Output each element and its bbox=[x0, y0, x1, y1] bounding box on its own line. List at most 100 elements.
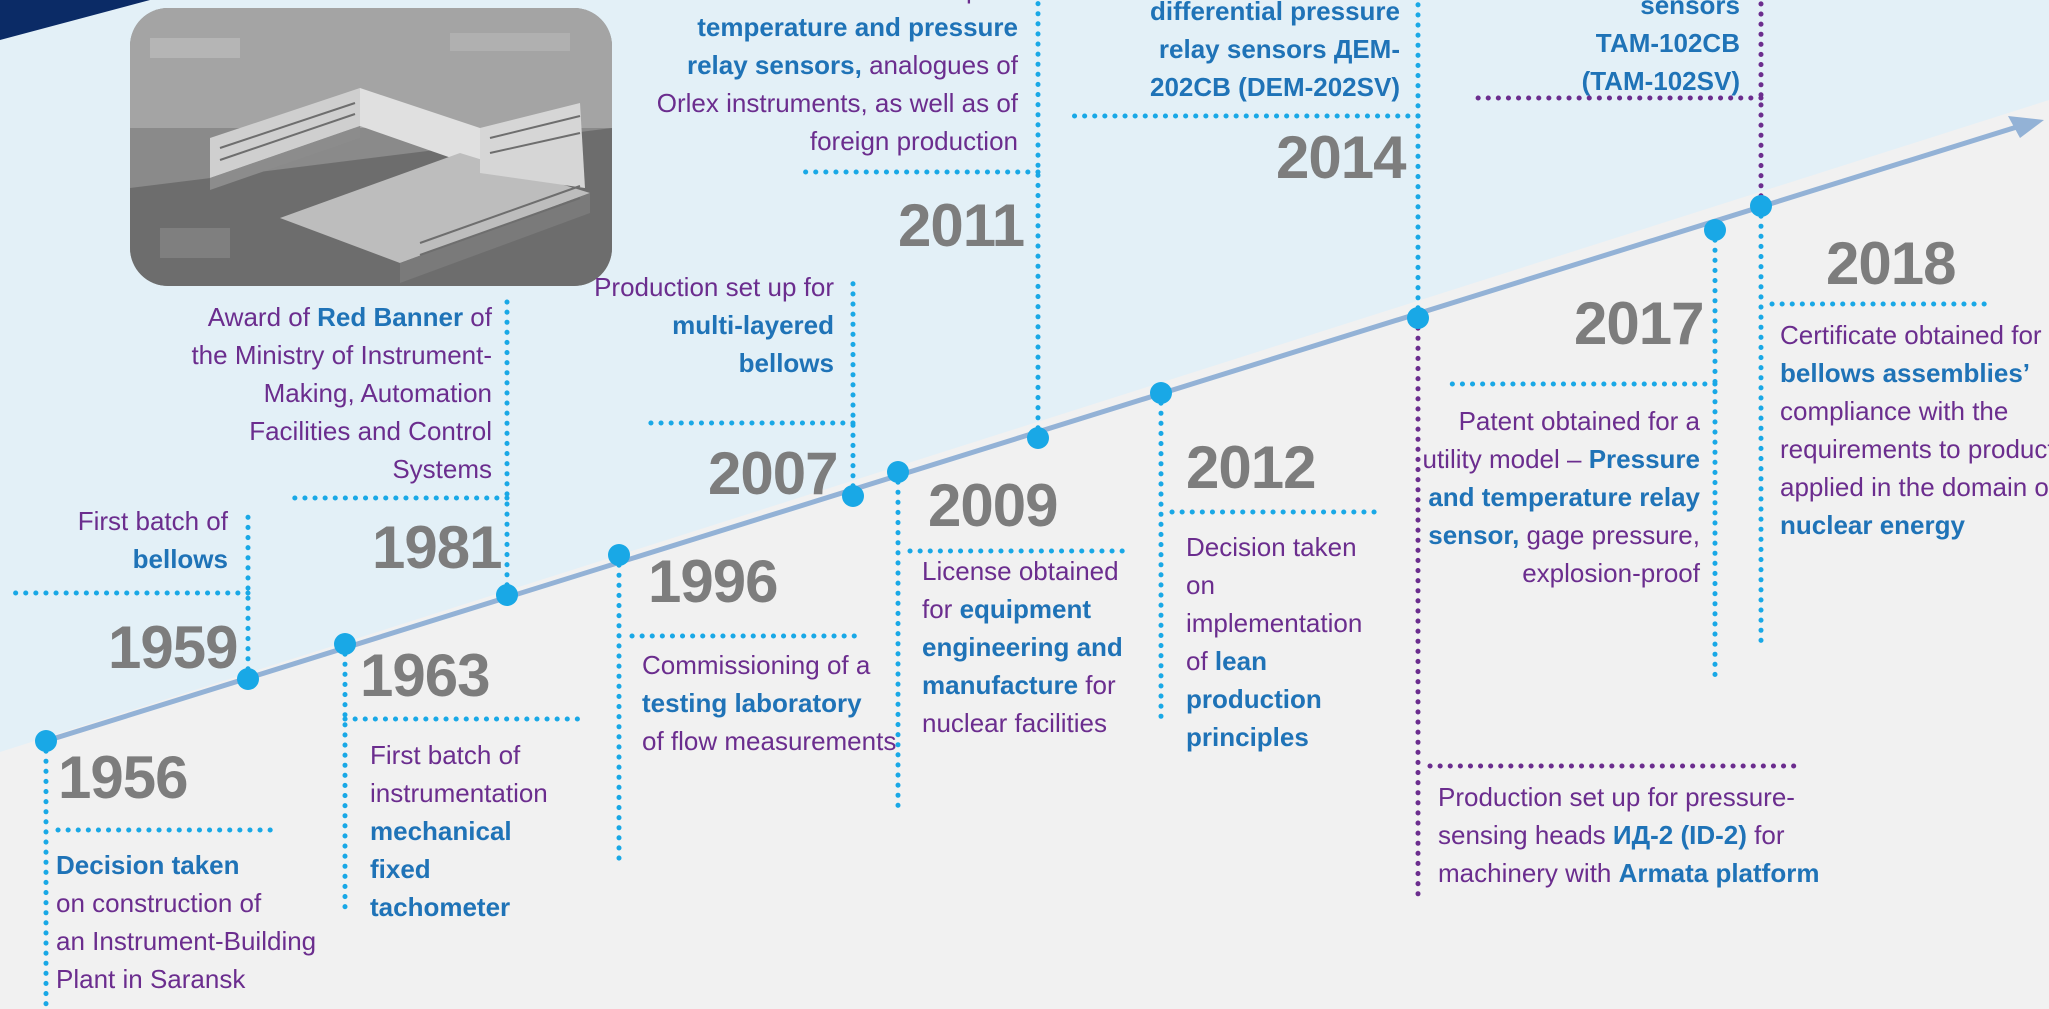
event-text: gage pressure, bbox=[1519, 520, 1700, 550]
highlight-text: manufacture bbox=[922, 670, 1079, 700]
event-text: First batch of bbox=[370, 740, 521, 770]
timeline-node bbox=[887, 461, 909, 483]
event-2018-text: Certificate obtained for bellows assembli… bbox=[1780, 316, 2049, 544]
event-text: instrumentation bbox=[370, 778, 548, 808]
event-text: for bbox=[1078, 670, 1116, 700]
highlight-text: equipment bbox=[959, 594, 1092, 624]
timeline-node bbox=[1750, 195, 1772, 217]
year-2017: 2017 bbox=[1574, 290, 1704, 357]
highlight-text: (TAM-102SV) bbox=[1581, 66, 1740, 96]
timeline-node bbox=[608, 544, 630, 566]
highlight-text: ТАМ-102СВ bbox=[1595, 28, 1740, 58]
event-text: Patent obtained for a bbox=[1458, 406, 1700, 436]
highlight-text: relay sensors, bbox=[686, 50, 862, 80]
event-text: License obtained bbox=[922, 556, 1119, 586]
event-2011-text: Production set up for temperature and pre… bbox=[620, 0, 1018, 160]
event-text: for bbox=[922, 594, 960, 624]
event-text: Production set up for pressure- bbox=[1438, 782, 1795, 812]
event-text: implementation bbox=[1186, 608, 1363, 638]
event-text: Production set up for bbox=[594, 272, 834, 302]
year-2012: 2012 bbox=[1186, 434, 1316, 501]
highlight-text: ИД-2 (ID-2) bbox=[1612, 820, 1747, 850]
factory-building-icon bbox=[130, 8, 612, 286]
event-1981-text: Award of Red Banner of the Ministry of In… bbox=[150, 298, 492, 488]
year-2007: 2007 bbox=[708, 440, 838, 507]
event-text: Certificate obtained for bbox=[1780, 320, 2042, 350]
event-text: compliance with the bbox=[1780, 396, 2009, 426]
highlight-text: bellows bbox=[132, 544, 228, 574]
event-text: Award of bbox=[207, 302, 318, 332]
highlight-text: Pressure bbox=[1588, 444, 1700, 474]
event-text: Decision taken bbox=[1186, 532, 1357, 562]
timeline-node bbox=[1150, 382, 1172, 404]
highlight-text: testing laboratory bbox=[642, 688, 862, 718]
event-text: explosion-proof bbox=[1522, 558, 1700, 588]
event-text: the Ministry of Instrument- bbox=[191, 340, 492, 370]
year-1996: 1996 bbox=[648, 548, 778, 615]
event-text: Orlex instruments, as well as of bbox=[656, 88, 1018, 118]
highlight-text: temperature and pressure bbox=[697, 12, 1018, 42]
factory-photo bbox=[130, 8, 612, 286]
highlight-text: Red Banner bbox=[317, 302, 464, 332]
timeline-node bbox=[237, 668, 259, 690]
highlight-text: lean bbox=[1214, 646, 1267, 676]
highlight-text: production bbox=[1186, 684, 1322, 714]
event-text: of flow measurements bbox=[642, 726, 897, 756]
highlight-text: tachometer bbox=[370, 892, 511, 922]
highlight-text: fixed bbox=[370, 854, 431, 884]
event-text: for bbox=[1746, 820, 1785, 850]
highlight-text: 202СВ (DEM-202SV) bbox=[1150, 72, 1400, 102]
event-text: Systems bbox=[392, 454, 492, 484]
event-text: of bbox=[463, 302, 492, 332]
highlight-text: bellows assemblies’ bbox=[1780, 358, 2031, 388]
timeline-node bbox=[1027, 427, 1049, 449]
event-2012-text: Decision taken on implementation of lean pro… bbox=[1186, 528, 1386, 756]
year-2018: 2018 bbox=[1826, 230, 1956, 297]
event-text: of bbox=[1186, 646, 1215, 676]
highlight-text: differential pressure bbox=[1150, 0, 1400, 26]
event-text: utility model – bbox=[1422, 444, 1589, 474]
year-1981: 1981 bbox=[372, 514, 502, 581]
year-1963: 1963 bbox=[360, 642, 490, 709]
timeline-node bbox=[1704, 219, 1726, 241]
highlight-text: nuclear energy bbox=[1780, 510, 1965, 540]
navy-corner-shape bbox=[0, 0, 150, 40]
event-text: on construction of bbox=[56, 888, 262, 918]
timeline-node bbox=[334, 633, 356, 655]
highlight-text: Armata platform bbox=[1618, 858, 1820, 888]
event-text: Commissioning of a bbox=[642, 650, 871, 680]
event-text: sensing heads bbox=[1438, 820, 1613, 850]
highlight-text: sensor, bbox=[1428, 520, 1520, 550]
event-1959-text: First batch of bellows bbox=[30, 502, 228, 578]
highlight-text: principles bbox=[1186, 722, 1309, 752]
event-2017-text: Patent obtained for a utility model – Pre… bbox=[1400, 402, 1701, 592]
event-1996-text: Commissioning of a testing laboratory of f… bbox=[642, 646, 902, 760]
year-2011: 2011 bbox=[898, 192, 1025, 259]
timeline-node bbox=[1407, 307, 1429, 329]
event-2009-text: License obtained for equipment engineering… bbox=[922, 552, 1152, 742]
year-1956: 1956 bbox=[58, 744, 188, 811]
event-text: foreign production bbox=[809, 126, 1018, 156]
event-text: Facilities and Control bbox=[249, 416, 492, 446]
timeline-arrowhead bbox=[2008, 116, 2044, 138]
event-text: analogues of bbox=[861, 50, 1018, 80]
event-text: Production set up for bbox=[778, 0, 1018, 4]
timeline-node bbox=[496, 584, 518, 606]
event-text: machinery with bbox=[1438, 858, 1619, 888]
event-text: on bbox=[1186, 570, 1215, 600]
event-text: First batch of bbox=[77, 506, 228, 536]
highlight-text: engineering and bbox=[922, 632, 1123, 662]
timeline-node bbox=[842, 485, 864, 507]
highlight-text: relay sensors ДЕМ- bbox=[1158, 34, 1400, 64]
event-text: Plant in Saransk bbox=[56, 964, 246, 994]
year-1959: 1959 bbox=[108, 614, 238, 681]
event-2014-text: differential pressure relay sensors ДЕМ- 2… bbox=[1080, 0, 1400, 106]
year-2009: 2009 bbox=[928, 472, 1058, 539]
highlight-text: Decision taken bbox=[56, 850, 240, 880]
timeline-node bbox=[35, 730, 57, 752]
event-text: requirements to products bbox=[1780, 434, 2049, 464]
